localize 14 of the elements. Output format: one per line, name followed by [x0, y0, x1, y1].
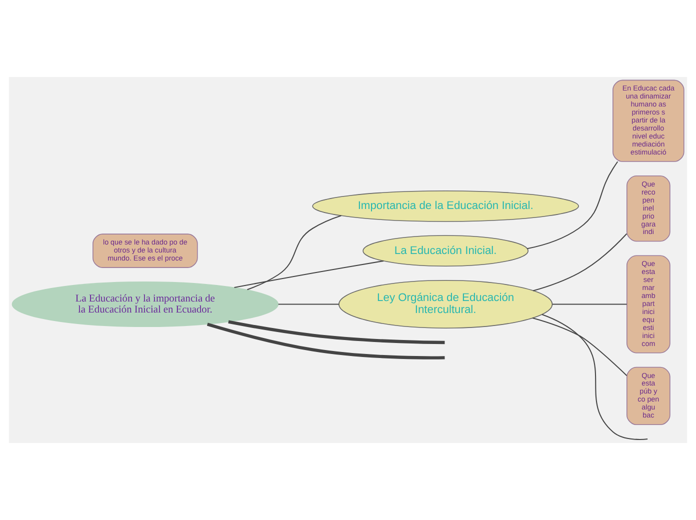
connector [527, 161, 618, 250]
connector [206, 322, 445, 360]
node-ellipse: Ley Orgánica de Educación Intercultural. [338, 280, 553, 328]
node-ellipse: La Educación Inicial. [362, 235, 528, 267]
connector [247, 215, 342, 290]
connector [278, 304, 339, 305]
node-ellipse: Importancia de la Educación Inicial. [312, 190, 579, 222]
connector [532, 318, 628, 376]
node-ellipse: La Educación y la importancia de la Educación Inicial en Ecuador. [12, 281, 279, 328]
connector [532, 233, 628, 292]
connector [228, 320, 445, 344]
connector [234, 260, 384, 288]
connector [552, 304, 627, 305]
connector [542, 314, 648, 440]
